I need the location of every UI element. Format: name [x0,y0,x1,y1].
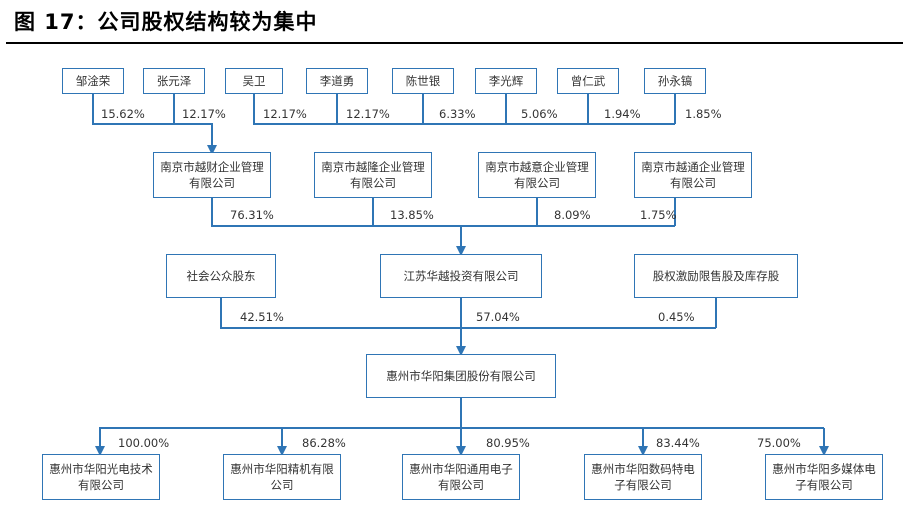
link-wu-bus [253,94,675,125]
holding-company-node: 南京市越隆企业管理有限公司 [314,152,432,198]
subsidiary-percent: 75.00% [757,436,801,450]
link-holders-bus [220,298,716,329]
figure-title: 图 17：公司股权结构较为集中 [14,10,318,34]
public-shareholders-node: 社会公众股东 [166,254,276,298]
holder-percent: 57.04% [476,310,520,324]
link-parent-bus-right [460,398,824,429]
shareholder-percent: 6.33% [439,107,476,121]
holding-percent: 1.75% [640,208,677,222]
shareholder-node: 邹淦荣 [62,68,124,94]
link-to-sub-1 [95,427,461,456]
huayue-investment-node: 江苏华越投资有限公司 [380,254,542,298]
link-shareholders-to-yuecai [92,94,217,155]
shareholder-node: 陈世银 [392,68,454,94]
shareholder-node: 张元泽 [143,68,205,94]
holding-percent: 8.09% [554,208,591,222]
subsidiary-percent: 80.95% [486,436,530,450]
incentive-shares-node: 股权激励限售股及库存股 [634,254,798,298]
title-divider [6,42,903,44]
shareholder-percent: 12.17% [182,107,226,121]
subsidiary-percent: 100.00% [118,436,170,450]
shareholder-percent: 1.94% [604,107,641,121]
shareholder-percent: 1.85% [685,107,722,121]
subsidiary-percent: 83.44% [656,436,700,450]
subsidiary-node: 惠州市华阳数码特电子有限公司 [584,454,702,500]
shareholder-node: 吴卫 [225,68,283,94]
shareholder-percent: 12.17% [346,107,390,121]
link-mid-bus [211,198,675,227]
shareholder-node: 李光辉 [475,68,537,94]
shareholder-node: 曾仁武 [557,68,619,94]
parent-company-node: 惠州市华阳集团股份有限公司 [366,354,556,398]
subsidiary-node: 惠州市华阳光电技术有限公司 [42,454,160,500]
holding-company-node: 南京市越意企业管理有限公司 [478,152,596,198]
subsidiary-node: 惠州市华阳多媒体电子有限公司 [765,454,883,500]
shareholder-node: 孙永镐 [644,68,706,94]
holding-company-node: 南京市越财企业管理有限公司 [153,152,271,198]
shareholder-percent: 15.62% [101,107,145,121]
holder-percent: 0.45% [658,310,695,324]
holding-percent: 76.31% [230,208,274,222]
subsidiary-node: 惠州市华阳精机有限公司 [223,454,341,500]
shareholder-percent: 5.06% [521,107,558,121]
shareholder-percent: 12.17% [263,107,307,121]
holder-percent: 42.51% [240,310,284,324]
holding-company-node: 南京市越通企业管理有限公司 [634,152,752,198]
shareholder-node: 李道勇 [306,68,368,94]
subsidiary-percent: 86.28% [302,436,346,450]
holding-percent: 13.85% [390,208,434,222]
subsidiary-node: 惠州市华阳通用电子有限公司 [402,454,520,500]
